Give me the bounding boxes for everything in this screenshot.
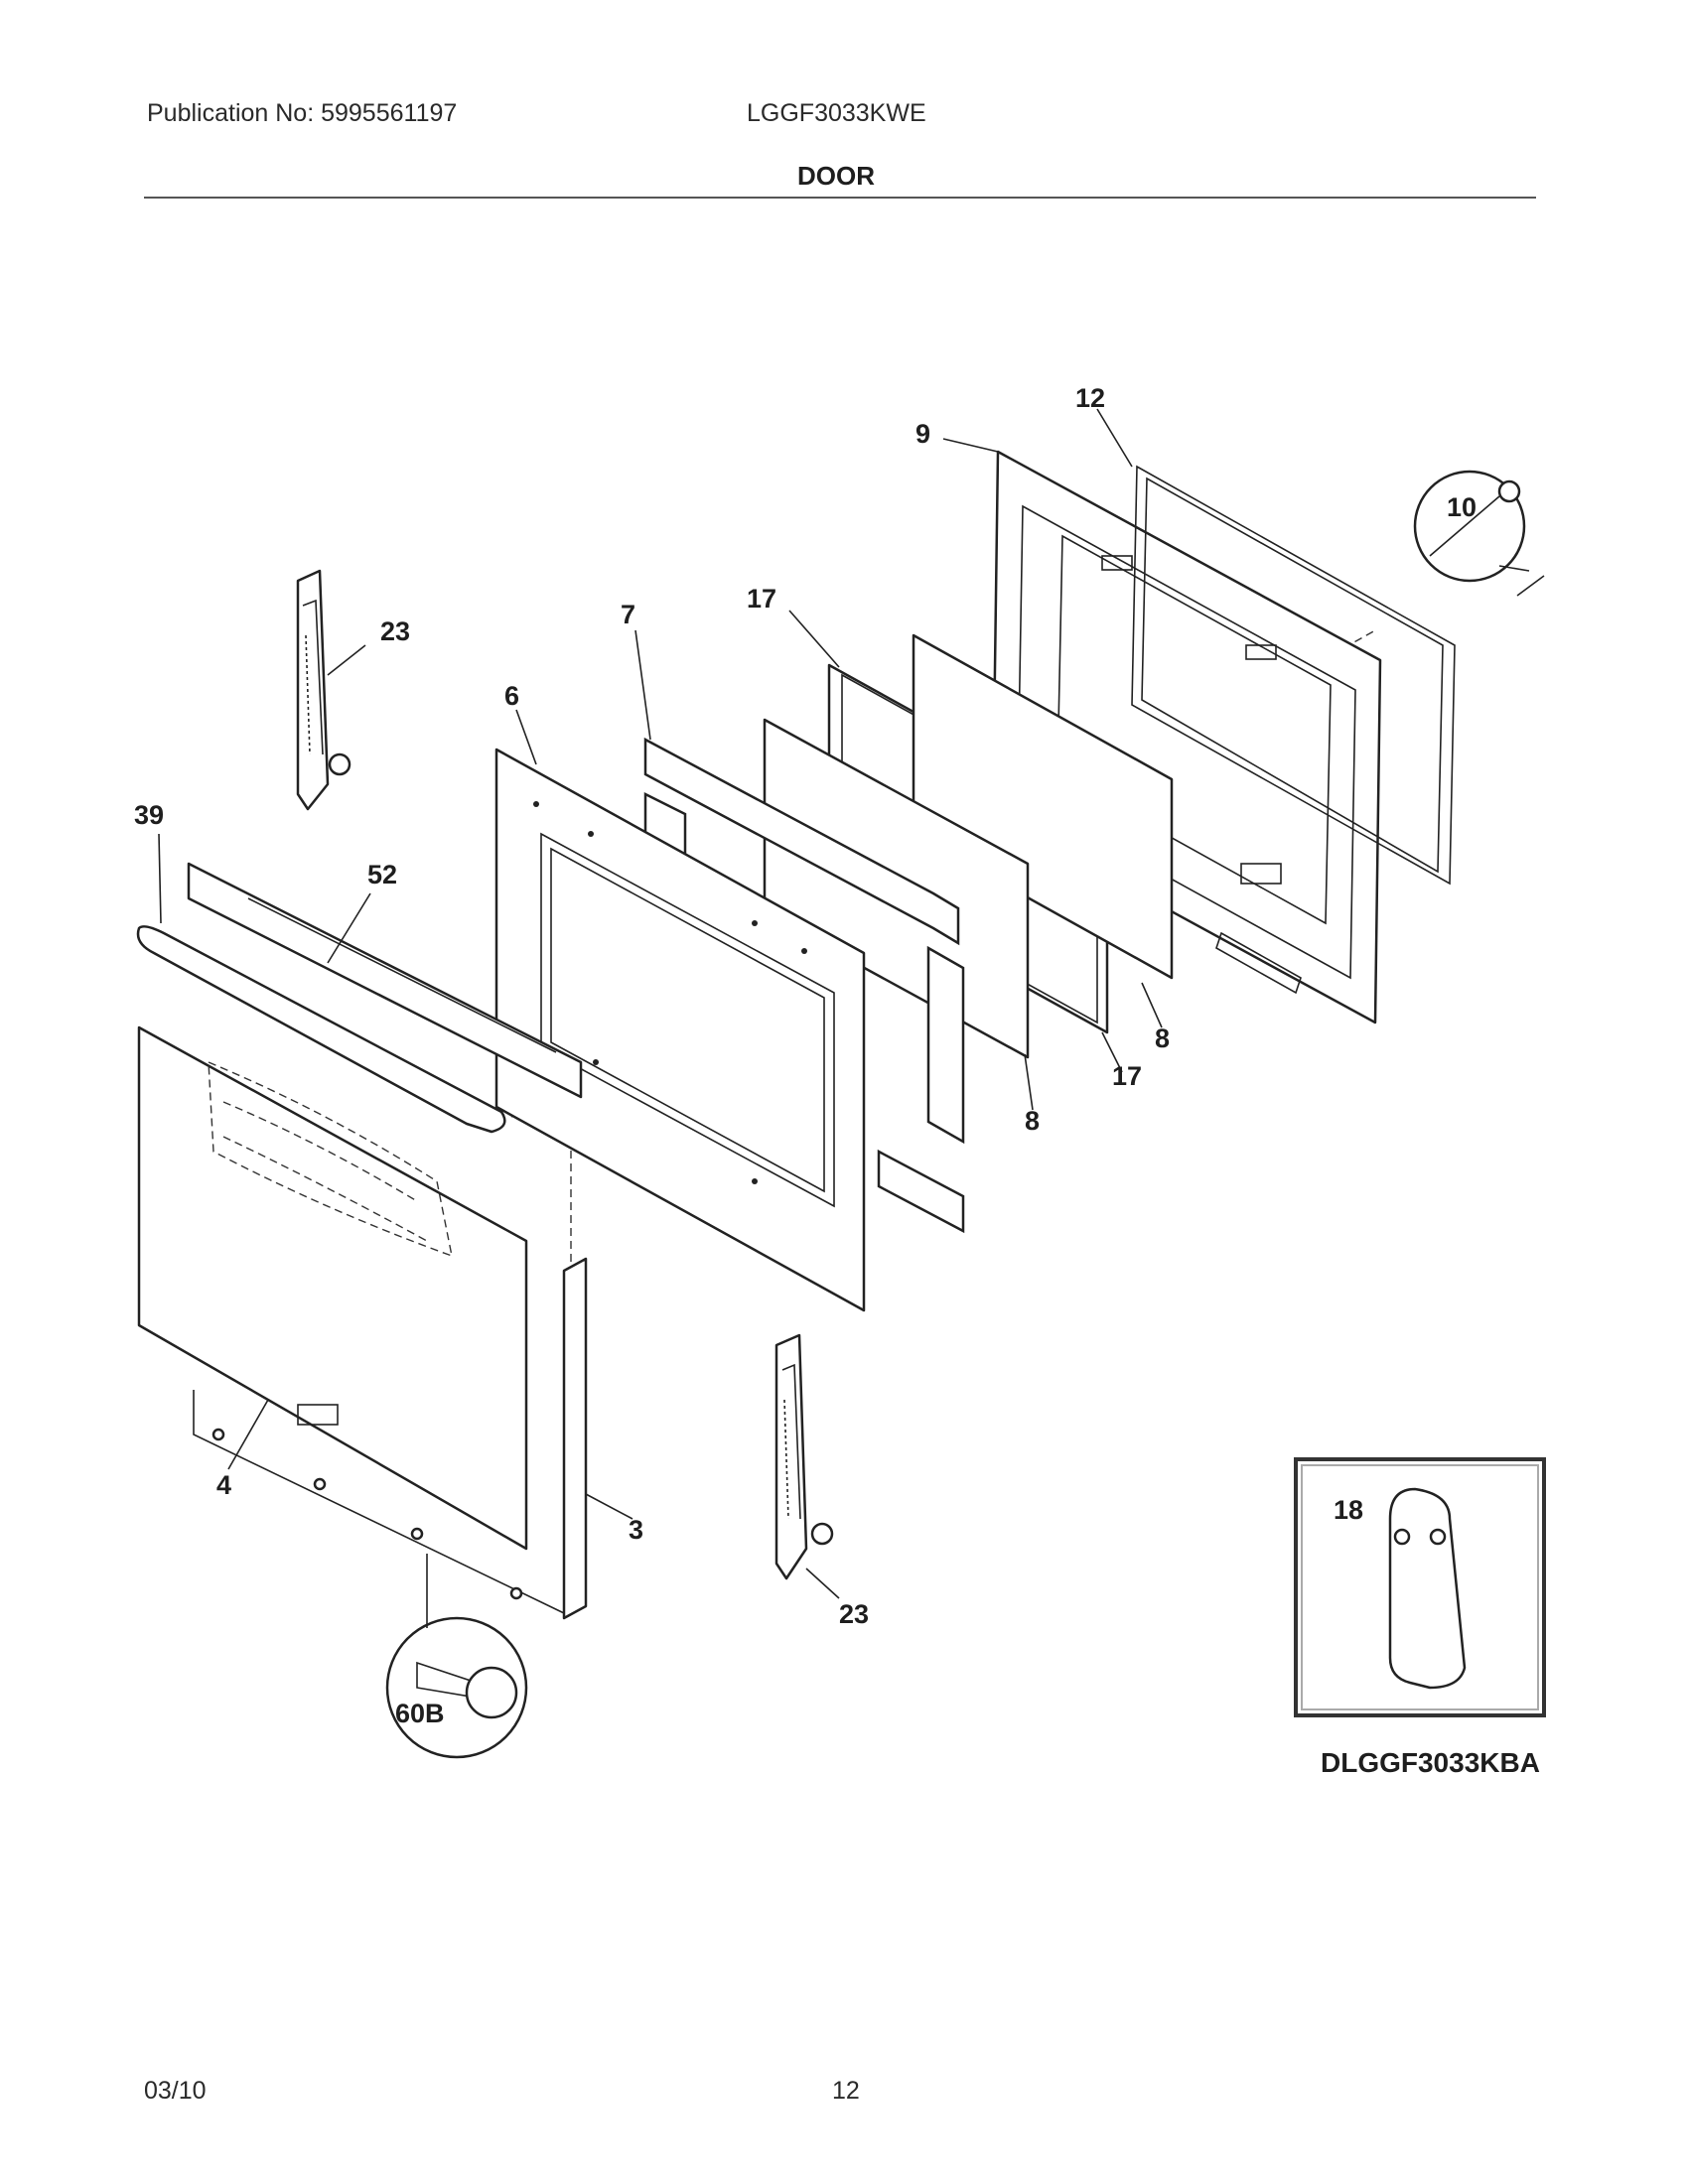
callout-17-lower: 17 [1112, 1061, 1142, 1091]
part-23-hinge-upper [296, 569, 352, 811]
callout-6: 6 [504, 681, 519, 711]
callout-60b: 60B [395, 1699, 445, 1728]
callout-23-upper: 23 [380, 616, 410, 646]
part-39-door-handle [136, 925, 506, 1134]
screws [211, 1428, 523, 1600]
callout-10: 10 [1447, 492, 1477, 522]
publication-number: Publication No: 5995561197 [147, 99, 458, 127]
callout-8-right: 8 [1155, 1024, 1170, 1053]
callout-18: 18 [1334, 1495, 1363, 1525]
callout-12: 12 [1075, 383, 1105, 413]
callout-4: 4 [216, 1470, 231, 1500]
leader-lines [158, 408, 1163, 1599]
part-8-inner-glass-rear [912, 633, 1174, 980]
part-4-outer-door-panel [137, 1025, 528, 1551]
model-number: LGGF3033KWE [747, 99, 926, 127]
callout-17-upper: 17 [747, 584, 776, 614]
part-23-hinge-lower [774, 1333, 834, 1580]
inset-model-label: DLGGF3033KBA [1321, 1747, 1540, 1778]
callout-23-lower: 23 [839, 1599, 869, 1629]
part-6-door-frame [494, 748, 866, 1312]
part-52-handle-bracket [187, 862, 583, 1099]
part-10-detail-circle [1413, 470, 1545, 597]
callout-3: 3 [629, 1515, 643, 1545]
section-title: DOOR [797, 161, 875, 191]
callout-52: 52 [367, 860, 397, 889]
part-60b-detail-circle [385, 1554, 528, 1759]
callout-8-left: 8 [1025, 1106, 1040, 1136]
footer-date: 03/10 [144, 2077, 207, 2105]
inset-box [1294, 1457, 1546, 1717]
part-12-door-gasket [1131, 465, 1456, 886]
part-18-hinge-receptacle [1388, 1487, 1467, 1690]
footer-page-number: 12 [832, 2077, 860, 2105]
callout-7: 7 [621, 600, 635, 629]
callout-9: 9 [915, 419, 930, 449]
callout-39: 39 [134, 800, 164, 830]
part-3-door-trim [193, 1257, 588, 1620]
header-divider [144, 197, 1536, 199]
